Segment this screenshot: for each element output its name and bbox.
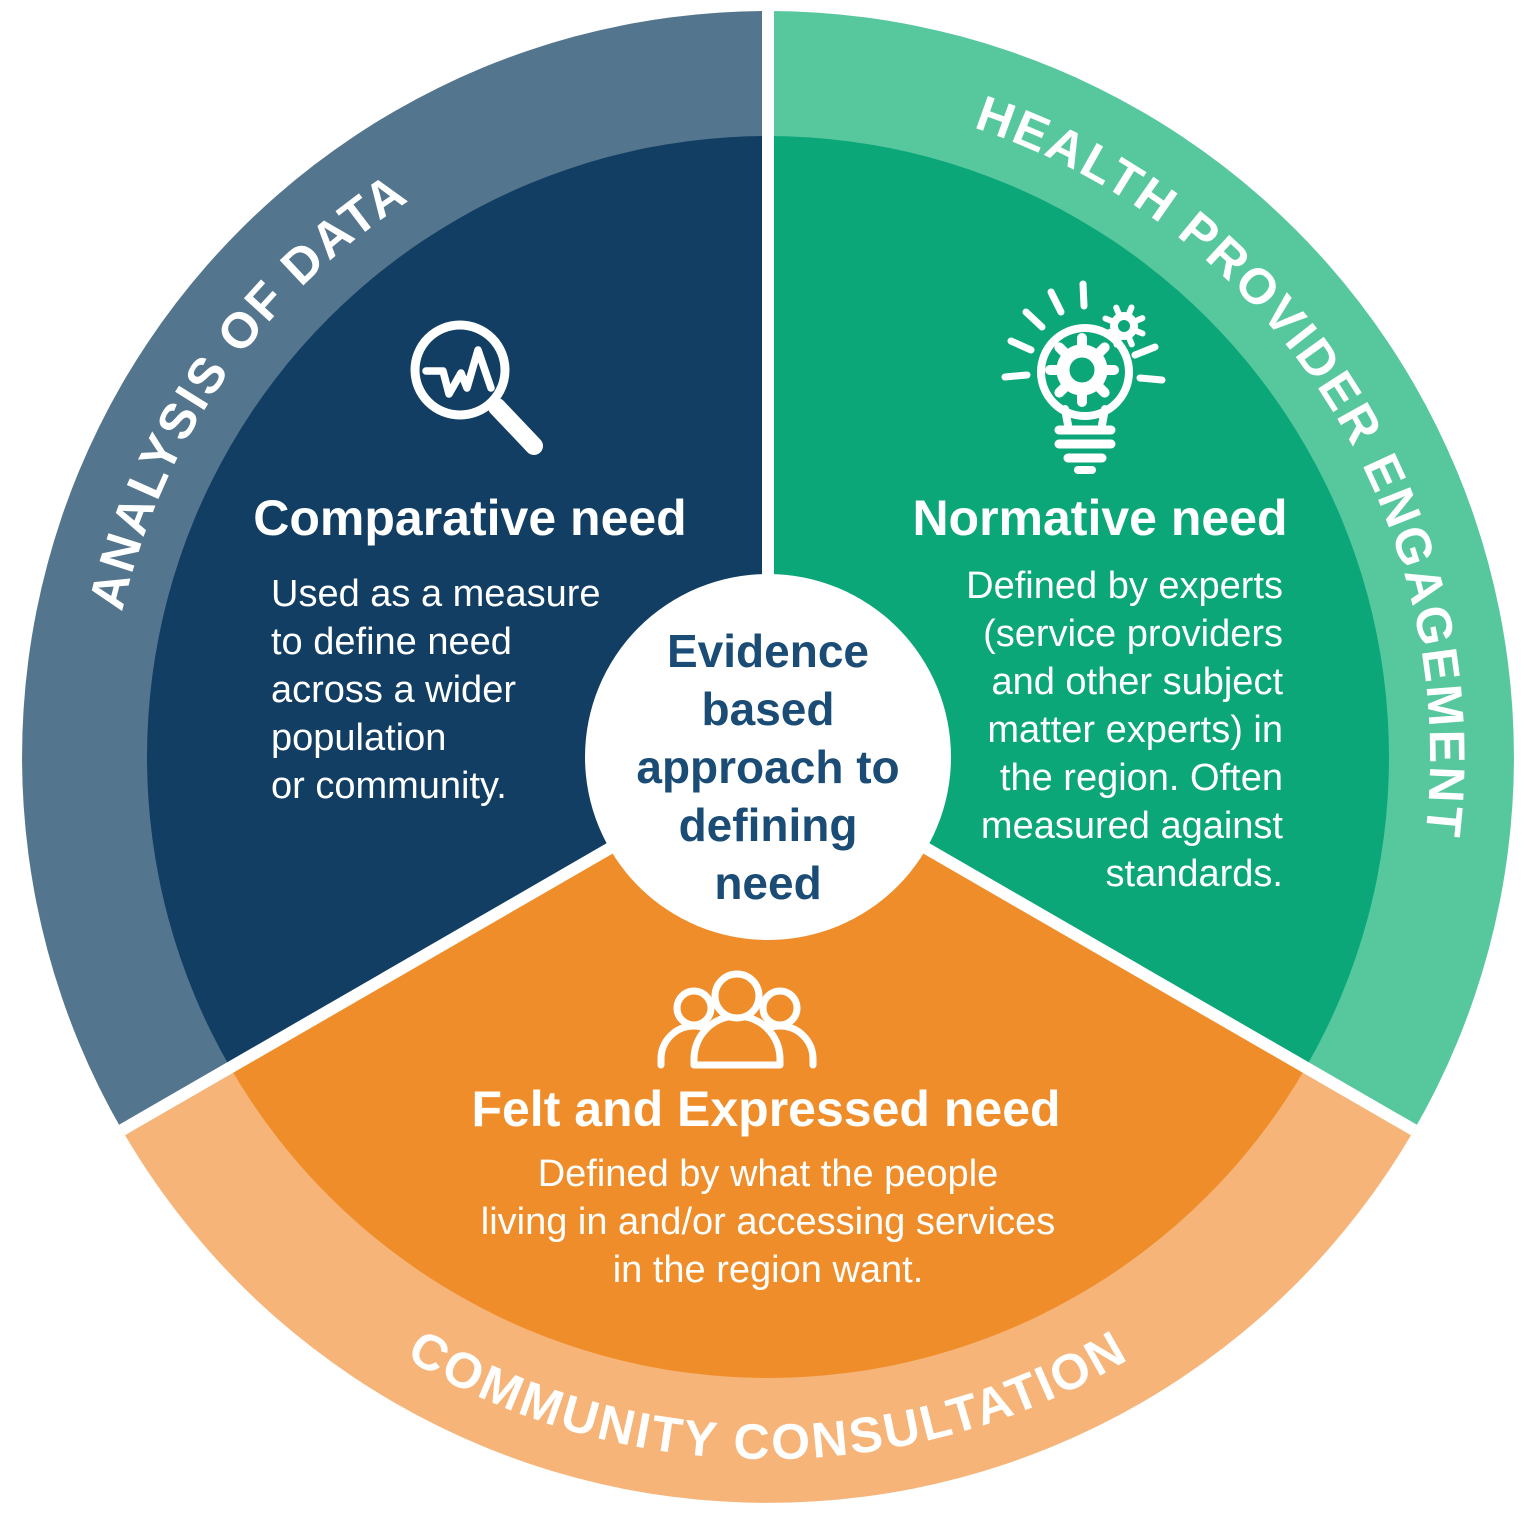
center-label: Evidence based approach to defining need [636,625,900,909]
felt-expressed-need-heading: Felt and Expressed need [471,1081,1061,1137]
comparative-need-heading: Comparative need [253,490,687,546]
small-gear-icon [1102,304,1146,348]
normative-need-body: Defined by experts (service providers an… [966,565,1283,895]
felt-expressed-need-body: Defined by what the people living in and… [480,1153,1056,1291]
normative-need-heading: Normative need [912,490,1288,546]
magnifier-chart-icon [410,320,543,455]
lightbulb-rays [1001,280,1166,384]
center-circle [585,574,951,940]
lightbulb-gears-icon [1001,280,1166,474]
people-group-icon [657,970,817,1069]
gear-icon [1045,333,1119,407]
comparative-need-body: Used as a measure to define need across … [271,573,601,807]
